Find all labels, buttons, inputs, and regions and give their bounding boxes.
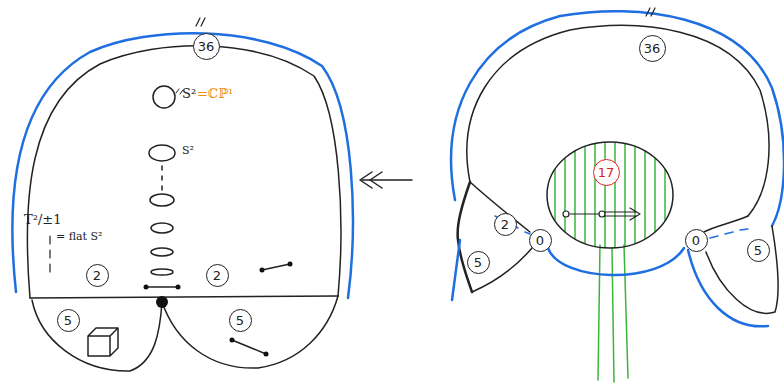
- number-text: 5: [236, 314, 244, 327]
- region-outline: [27, 46, 341, 298]
- number-text: 36: [644, 42, 661, 55]
- region-number: 2: [494, 213, 517, 236]
- region-number: 5: [747, 239, 770, 262]
- number-text: 2: [501, 218, 509, 231]
- region-number: 36: [193, 33, 220, 60]
- number-text: 2: [213, 269, 221, 282]
- region-number: 0: [685, 229, 708, 252]
- cp1-label: =ℂℙ¹: [197, 86, 233, 101]
- quotient-label: T²/±1: [24, 212, 61, 227]
- sphere-label: S²: [182, 144, 194, 157]
- number-text: 0: [692, 234, 700, 247]
- sphere-label: S²: [182, 86, 196, 101]
- lobe-outline: [162, 296, 338, 368]
- number-text: 5: [64, 314, 72, 327]
- region-number: 2: [206, 264, 229, 287]
- number-text: 5: [474, 256, 482, 269]
- region-number: 5: [229, 309, 252, 332]
- number-text: 17: [598, 166, 615, 179]
- region-number: 5: [467, 251, 490, 274]
- region-number: 36: [639, 35, 666, 62]
- region-number: 17: [593, 159, 620, 186]
- number-text: 5: [754, 244, 762, 257]
- flat-sphere-label: = flat S²: [56, 230, 102, 243]
- region-outline: [467, 26, 769, 216]
- region-number: 2: [86, 264, 109, 287]
- number-text: 0: [536, 234, 544, 247]
- lobe-outline: [32, 300, 162, 371]
- region-number: 0: [529, 229, 552, 252]
- blue-outline: [12, 33, 353, 298]
- region-number: 5: [57, 309, 80, 332]
- number-text: 36: [198, 40, 215, 53]
- number-text: 2: [93, 269, 101, 282]
- blue-outline: [451, 11, 784, 226]
